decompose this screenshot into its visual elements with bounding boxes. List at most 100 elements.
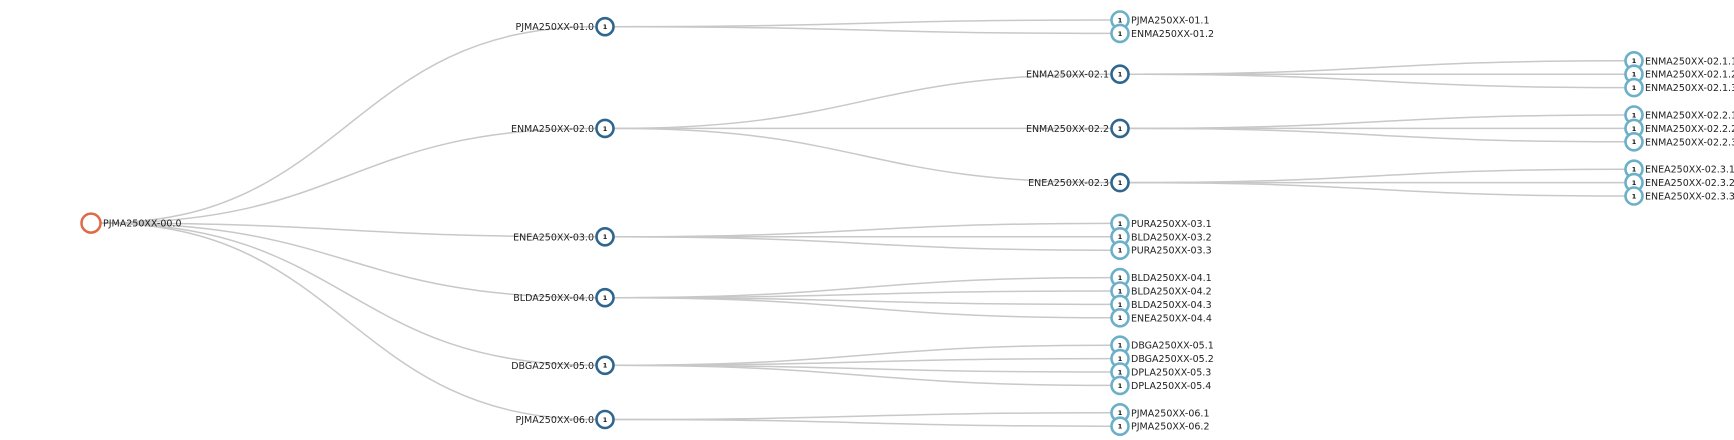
node-label: PJMA250XX-00.0 <box>103 219 181 230</box>
node-circle[interactable] <box>1110 64 1130 84</box>
node-label: BLDA250XX-04.1 <box>1131 273 1212 284</box>
node-label: ENEA250XX-02.3 <box>1028 178 1109 189</box>
tree-node-enea250xx-04-4[interactable]: 1 ENEA250XX-04.4 <box>1110 307 1212 328</box>
node-label: PJMA250XX-01.1 <box>1131 16 1209 27</box>
tree-node-dpla250xx-05-3[interactable]: 1 DPLA250XX-05.3 <box>1110 362 1212 382</box>
tree-node-enea250xx-02-3[interactable]: 1 ENEA250XX-02.3 <box>1028 172 1130 193</box>
node-label: BLDA250XX-04.3 <box>1131 300 1212 311</box>
node-circle[interactable] <box>595 118 615 139</box>
node-circle[interactable] <box>1110 240 1130 260</box>
node-count-badge: 1 <box>1632 179 1637 187</box>
node-label: ENEA250XX-02.3.2 <box>1645 178 1734 189</box>
node-circle[interactable] <box>595 287 615 308</box>
node-label: BLDA250XX-04.2 <box>1131 287 1212 298</box>
node-count-badge: 1 <box>1632 166 1637 174</box>
node-circle[interactable] <box>595 355 615 376</box>
node-circle[interactable] <box>80 212 102 234</box>
node-label: ENEA250XX-02.3.3 <box>1645 192 1734 203</box>
tree-link <box>613 364 1112 387</box>
node-label: ENMA250XX-02.2.2 <box>1645 124 1734 135</box>
tree-node-dbga250xx-05-1[interactable]: 1 DBGA250XX-05.1 <box>1110 335 1214 356</box>
tree-link <box>613 222 1112 238</box>
node-circle[interactable] <box>595 409 615 430</box>
node-label: BLDA250XX-04.0 <box>513 293 594 304</box>
node-label: ENMA250XX-02.2.1 <box>1645 111 1734 122</box>
tree-node-enma250xx-02-2-1[interactable]: 1 ENMA250XX-02.2.1 <box>1624 105 1734 125</box>
node-count-badge: 1 <box>603 233 608 241</box>
tree-node-enma250xx-02-2[interactable]: 1 ENMA250XX-02.2 <box>1026 118 1130 139</box>
node-count-badge: 1 <box>1632 71 1637 79</box>
tree-link <box>99 222 597 421</box>
node-label: DPLA250XX-05.3 <box>1131 368 1211 379</box>
tree-link <box>1128 181 1626 197</box>
node-circle[interactable] <box>1110 172 1130 193</box>
tree-link <box>1128 73 1626 89</box>
node-count-badge: 1 <box>1118 125 1123 133</box>
node-label: DBGA250XX-05.0 <box>511 361 594 372</box>
node-label: ENMA250XX-02.1.1 <box>1645 56 1734 67</box>
node-circle[interactable] <box>1110 375 1130 396</box>
tree-node-enma250xx-02-1-2[interactable]: 1 ENMA250XX-02.1.2 <box>1624 64 1734 84</box>
node-circle[interactable] <box>1110 23 1130 44</box>
tree-link <box>613 357 1112 367</box>
node-label: ENMA250XX-02.2.3 <box>1645 137 1734 148</box>
node-circle[interactable] <box>1624 186 1644 206</box>
tree-node-dbga250xx-05-0[interactable]: 1 DBGA250XX-05.0 <box>511 355 615 376</box>
node-circle[interactable] <box>595 16 615 37</box>
node-count-badge: 1 <box>1118 179 1123 187</box>
node-circle[interactable] <box>1110 118 1130 139</box>
node-count-badge: 1 <box>1632 57 1637 65</box>
tree-node-pura250xx-03-1[interactable]: 1 PURA250XX-03.1 <box>1110 213 1212 234</box>
node-label: ENEA250XX-04.4 <box>1131 313 1212 324</box>
node-label: PURA250XX-03.1 <box>1131 219 1212 230</box>
node-circle[interactable] <box>1110 307 1130 328</box>
tree-link <box>613 418 1112 427</box>
tree-node-enea250xx-02-3-2[interactable]: 1 ENEA250XX-02.3.2 <box>1624 172 1734 193</box>
node-label: BLDA250XX-03.2 <box>1131 232 1212 243</box>
node-count-badge: 1 <box>1118 382 1123 390</box>
node-circle[interactable] <box>1110 416 1130 437</box>
node-label: DBGA250XX-05.1 <box>1131 341 1214 352</box>
node-count-badge: 1 <box>1118 342 1123 350</box>
node-count-badge: 1 <box>1632 111 1637 119</box>
node-circle[interactable] <box>595 227 615 247</box>
node-count-badge: 1 <box>1118 368 1123 376</box>
tree-node-enma250xx-02-1-1[interactable]: 1 ENMA250XX-02.1.1 <box>1624 50 1734 71</box>
node-count-badge: 1 <box>603 23 608 31</box>
node-label: ENMA250XX-02.1.2 <box>1645 70 1734 81</box>
node-count-badge: 1 <box>603 362 608 370</box>
node-label: ENMA250XX-02.2 <box>1026 124 1109 135</box>
node-count-badge: 1 <box>1118 220 1123 228</box>
tree-node-enea250xx-03-0[interactable]: 1 ENEA250XX-03.0 <box>513 227 615 247</box>
node-label: ENMA250XX-02.1.3 <box>1645 83 1734 94</box>
tree-node-pjma250xx-00-0[interactable]: PJMA250XX-00.0 <box>80 212 182 234</box>
tree-link <box>99 222 597 238</box>
tree-link <box>613 412 1112 421</box>
tree-link <box>613 127 1112 184</box>
node-label: ENEA250XX-03.0 <box>513 232 594 243</box>
node-circle[interactable] <box>1624 77 1644 98</box>
node-circle[interactable] <box>1624 132 1644 152</box>
node-count-badge: 1 <box>1118 314 1123 322</box>
